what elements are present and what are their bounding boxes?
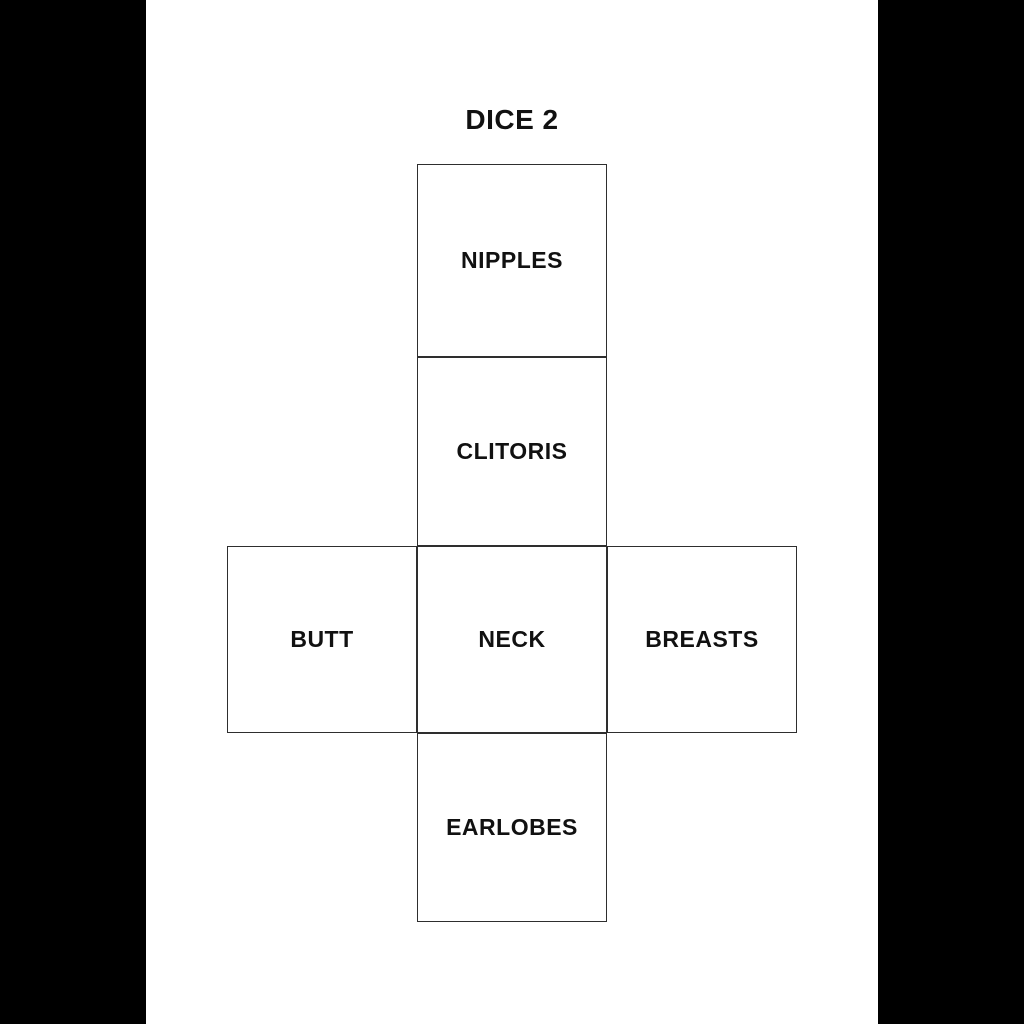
die-face-nipples: NIPPLES: [417, 164, 607, 357]
die-face-neck: NECK: [417, 546, 607, 733]
die-face-label: NIPPLES: [461, 247, 563, 273]
die-face-earlobes: EARLOBES: [417, 733, 607, 922]
die-face-label: NECK: [478, 626, 546, 652]
dice-net: NIPPLES CLITORIS BUTT NECK BREASTS EARLO…: [146, 0, 878, 1024]
pillarbox-bar-left: [0, 0, 146, 1024]
page: DICE 2 NIPPLES CLITORIS BUTT NECK BREAST…: [146, 0, 878, 1024]
die-face-label: EARLOBES: [446, 814, 578, 840]
die-face-label: CLITORIS: [456, 438, 568, 464]
die-face-label: BREASTS: [645, 626, 759, 652]
die-face-clitoris: CLITORIS: [417, 357, 607, 546]
die-face-butt: BUTT: [227, 546, 417, 733]
die-face-breasts: BREASTS: [607, 546, 797, 733]
page-title: DICE 2: [465, 104, 559, 135]
die-face-label: BUTT: [290, 626, 354, 652]
pillarbox-bar-right: [878, 0, 1024, 1024]
